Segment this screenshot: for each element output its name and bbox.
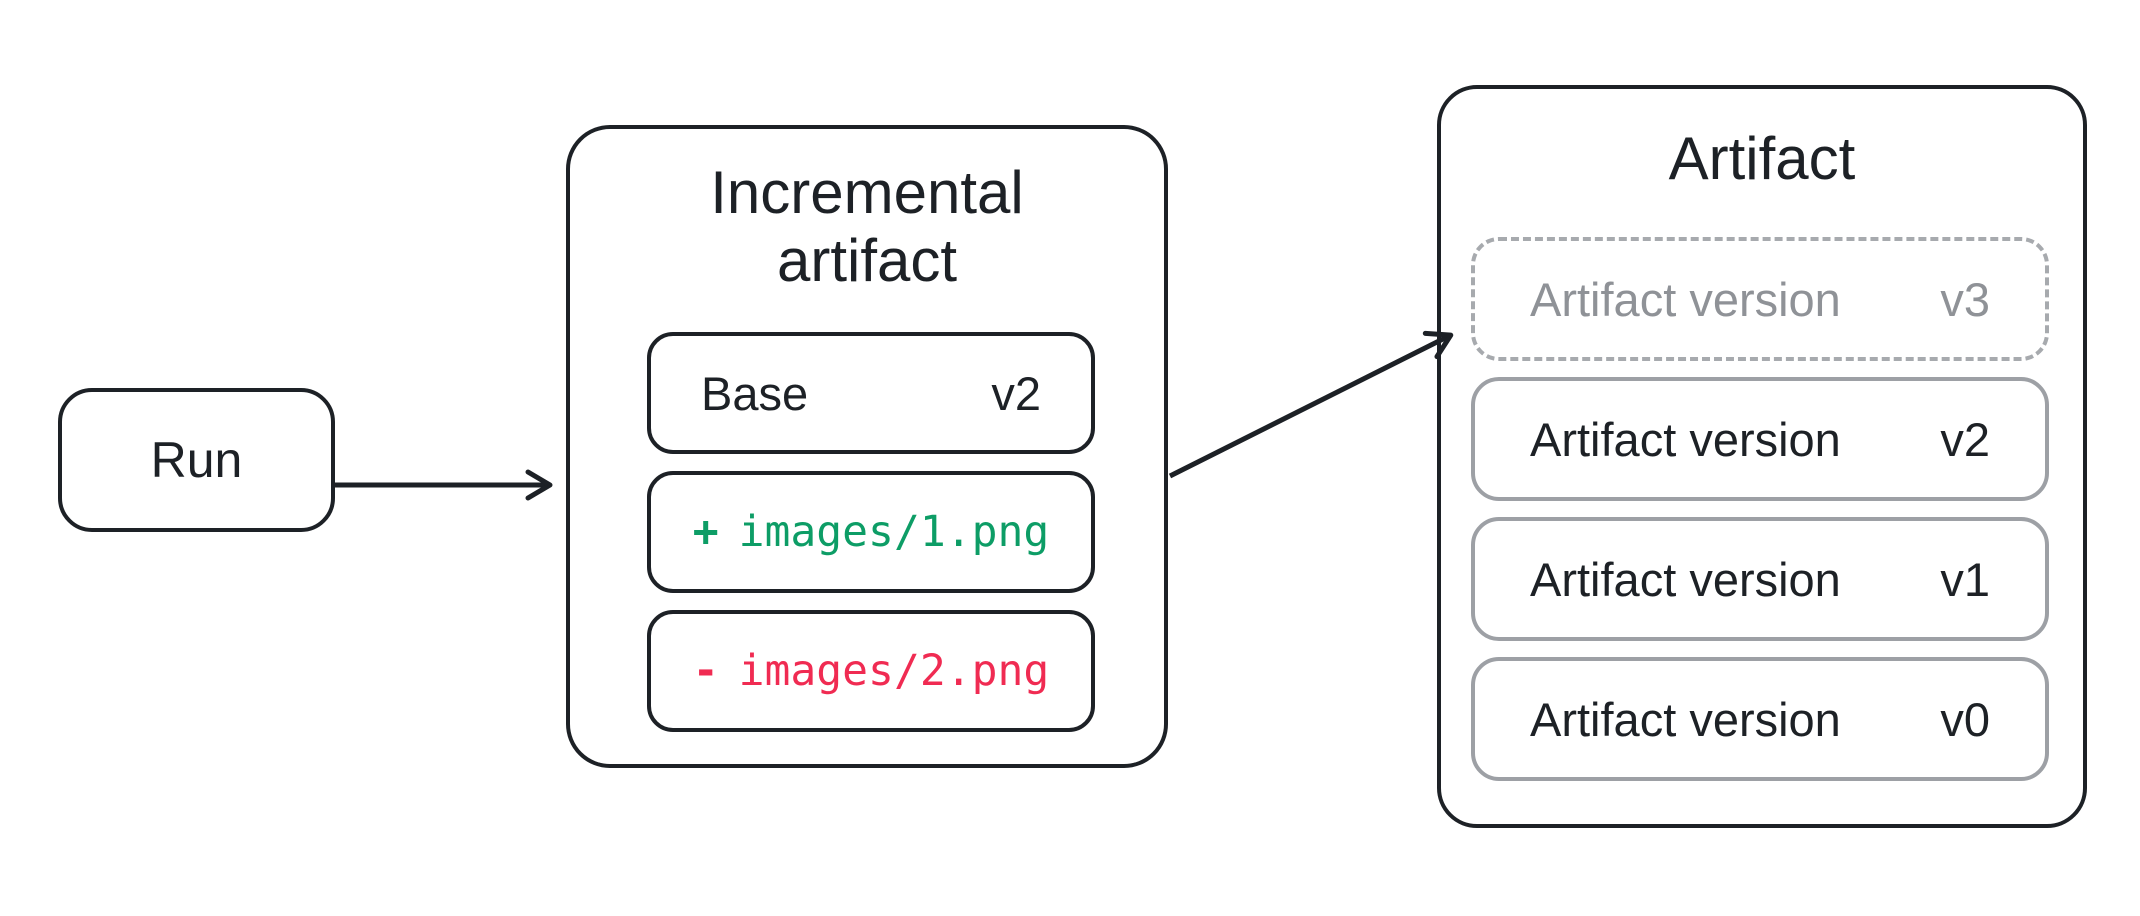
version-value: v3 [1940,272,1990,326]
incremental-artifact-node: Incremental artifact Base v2 + images/1.… [566,125,1168,768]
added-file-path: images/1.png [738,507,1050,557]
version-label: Artifact version [1530,692,1841,746]
artifact-version-list: Artifact version v3 Artifact version v2 … [1471,237,2049,781]
removed-file-row: - images/2.png [647,610,1095,732]
version-value: v0 [1940,692,1990,746]
version-value: v2 [1940,412,1990,466]
added-file-row: + images/1.png [647,471,1095,593]
artifact-version-row-v1: Artifact version v1 [1471,517,2049,641]
run-label: Run [150,432,243,488]
arrow-incremental-to-artifact-v3 [1168,330,1454,479]
base-version-row: Base v2 [647,332,1095,454]
plus-icon: + [692,507,719,557]
artifact-title: Artifact [1668,125,1856,192]
run-node: Run [58,388,335,532]
version-label: Artifact version [1530,412,1841,466]
minus-icon: - [692,646,719,696]
artifact-version-row-v2: Artifact version v2 [1471,377,2049,501]
artifact-version-row-v0: Artifact version v0 [1471,657,2049,781]
version-label: Artifact version [1530,552,1841,606]
artifact-version-row-v3-pending: Artifact version v3 [1471,237,2049,361]
base-label: Base [701,366,809,420]
base-version-value: v2 [991,366,1041,420]
incremental-artifact-title: Incremental artifact [710,159,1024,294]
artifact-node: Artifact Artifact version v3 Artifact ve… [1437,85,2087,828]
version-label: Artifact version [1530,272,1841,326]
incremental-rows: Base v2 + images/1.png - images/2.png [647,332,1095,732]
version-value: v1 [1940,552,1990,606]
removed-file-path: images/2.png [738,646,1050,696]
